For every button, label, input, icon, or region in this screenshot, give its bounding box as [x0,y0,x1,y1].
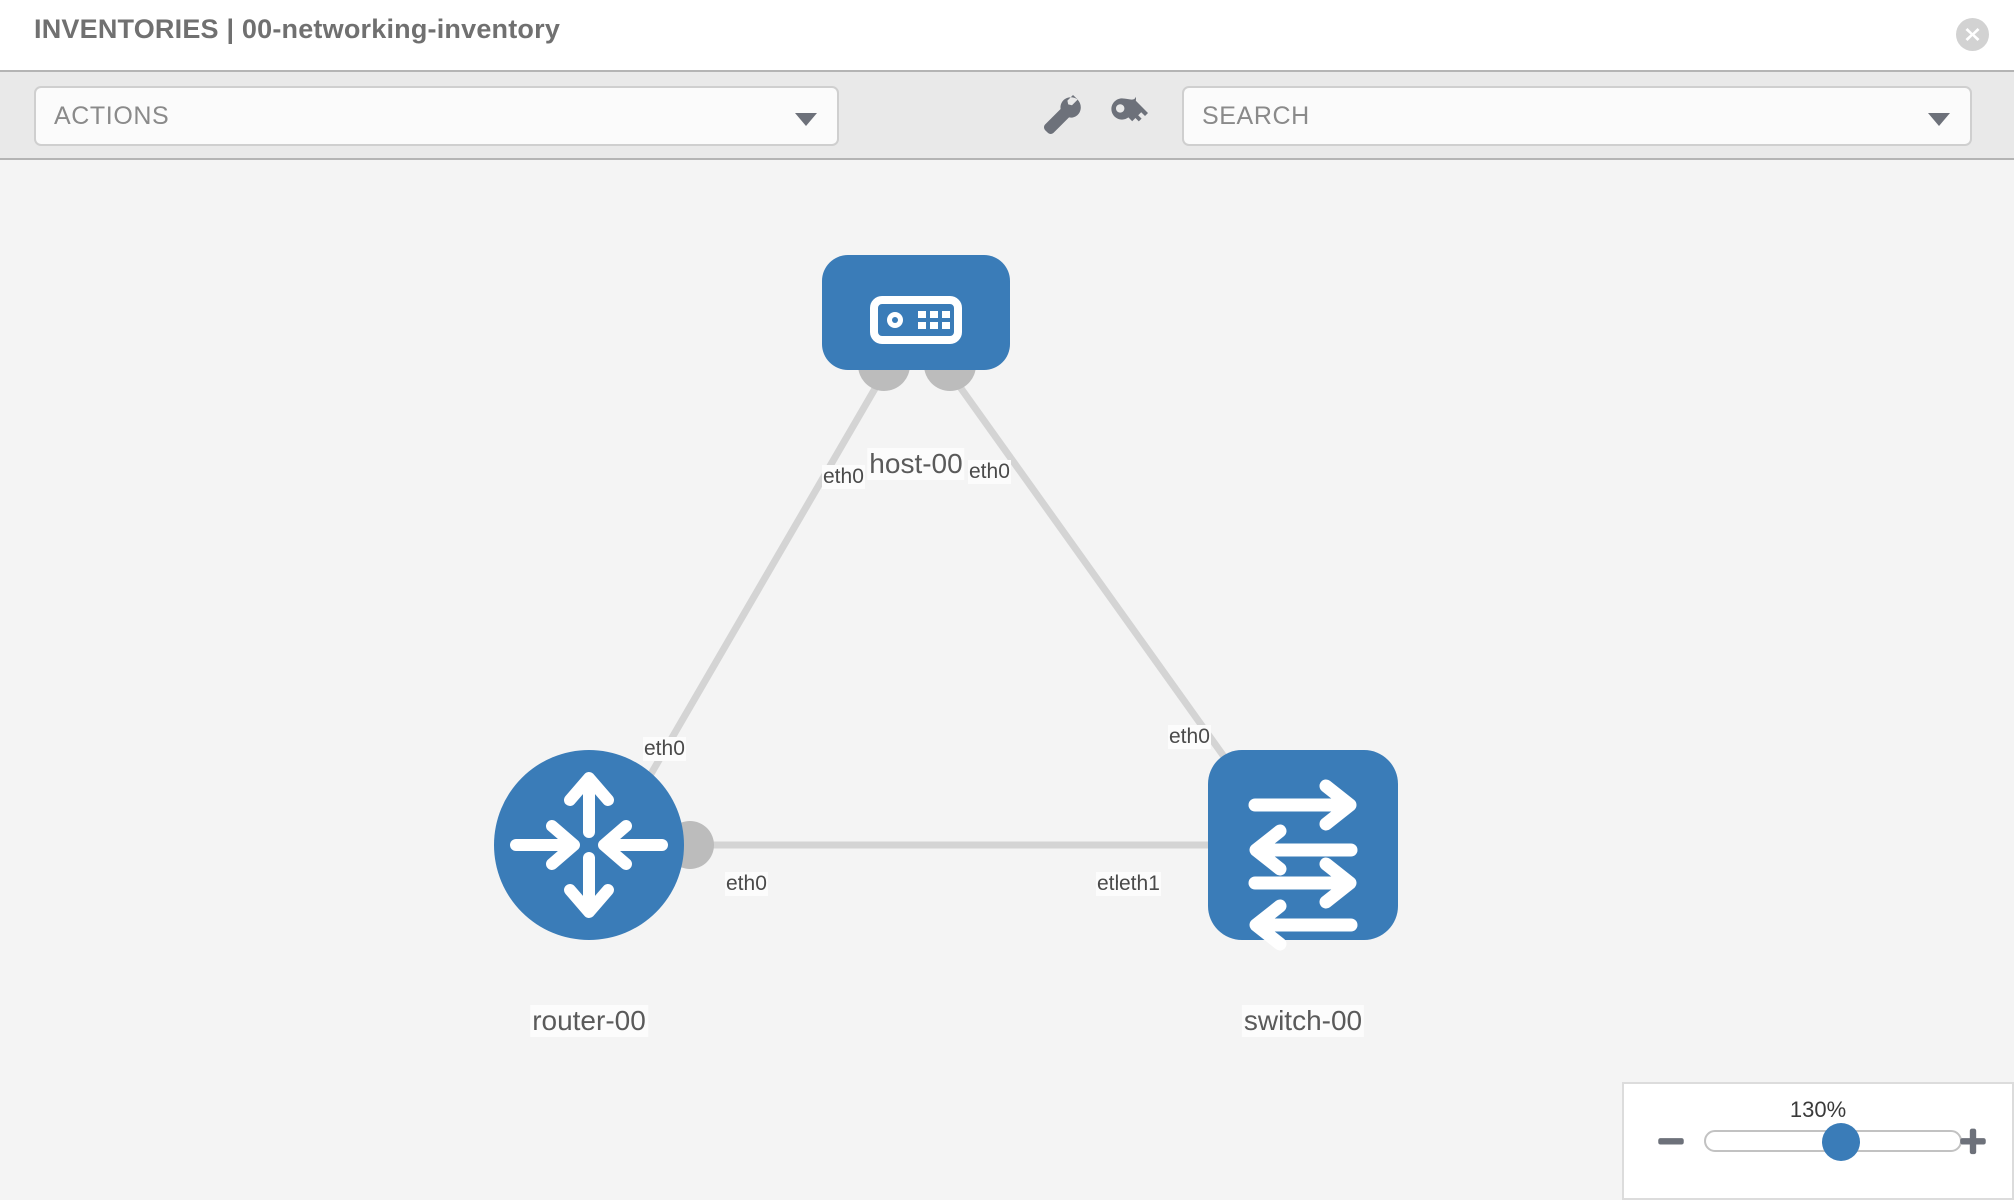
actions-dropdown[interactable]: ACTIONS [34,86,839,146]
page-header: INVENTORIES | 00-networking-inventory [0,0,2014,70]
switch-arrows-icon [1248,779,1358,951]
iface-label: eth0 [725,872,768,896]
key-icon[interactable] [1105,92,1153,140]
zoom-slider[interactable] [1704,1123,1962,1161]
link-connectors [666,339,1260,869]
search-placeholder: SEARCH [1202,102,1310,130]
chevron-down-icon[interactable] [1928,113,1950,126]
node-label-router-00[interactable]: router-00 [530,1005,648,1037]
chevron-down-icon [795,113,817,126]
zoom-level-value: 130% [1789,1097,1847,1122]
server-icon [870,296,962,344]
node-label-switch-00[interactable]: switch-00 [1241,1005,1365,1037]
iface-label: eth0 [643,737,686,761]
plus-icon[interactable] [1956,1124,1990,1158]
node-host-00 [822,255,1010,370]
iface-label: eth0 [822,465,865,489]
iface-label: eth0 [1168,725,1211,749]
search-input[interactable]: SEARCH [1182,86,1972,146]
minus-icon[interactable] [1654,1124,1688,1158]
zoom-slider-thumb[interactable] [1821,1123,1860,1161]
node-router-00 [494,750,684,940]
router-arrows-icon [510,772,668,918]
zoom-control-panel: 130% [1622,1082,2014,1200]
page-title: INVENTORIES | 00-networking-inventory [34,14,561,44]
wrench-icon[interactable] [1038,92,1086,140]
close-icon[interactable] [1956,18,1989,51]
iface-label: eth1 [1118,872,1161,896]
iface-label: eth0 [968,460,1011,484]
actions-dropdown-label: ACTIONS [54,102,170,130]
topology-canvas[interactable]: host-00 router-00 switch-00 eth0 eth0 et… [0,160,2014,1200]
node-switch-00 [1208,750,1398,951]
node-label-host-00[interactable]: host-00 [867,448,965,480]
topology-graph [494,255,1398,951]
toolbar: ACTIONS SEARCH [0,70,2014,160]
